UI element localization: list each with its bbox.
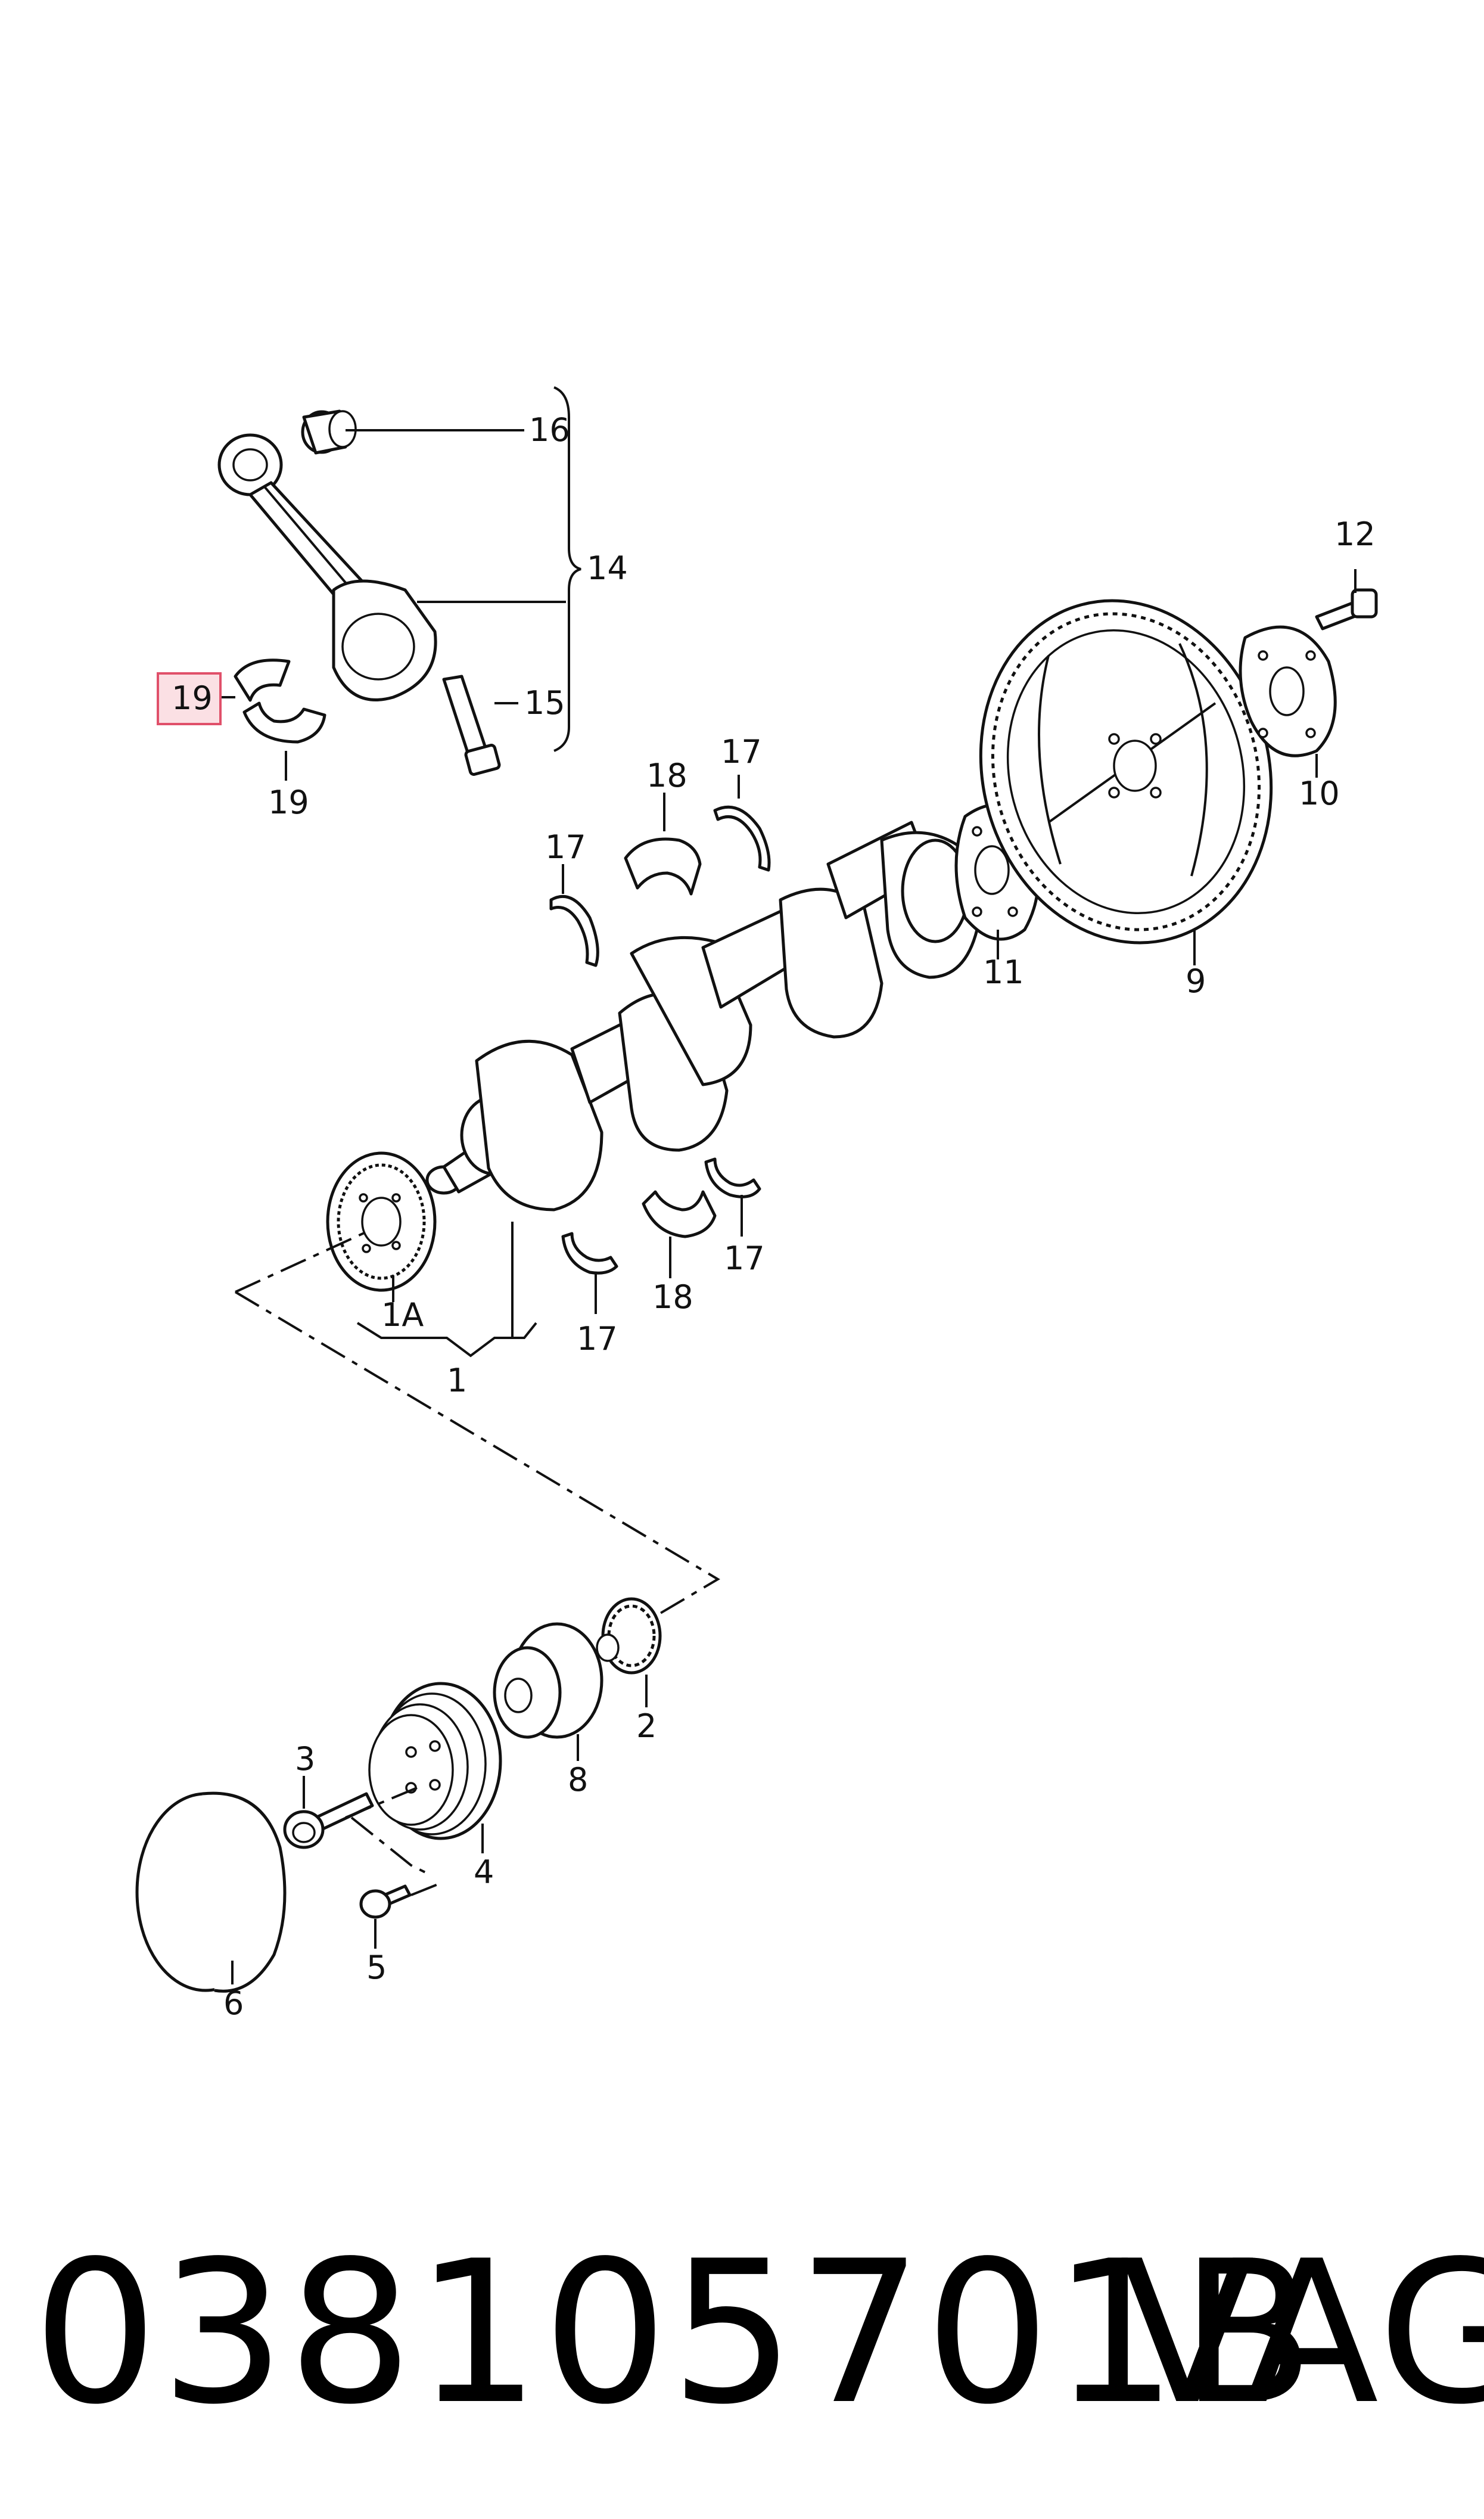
thrust-washer-lower-right [704, 1157, 761, 1198]
callout-19: 19 [268, 784, 309, 821]
callout-18b: 18 [652, 1278, 693, 1316]
callout-5: 5 [366, 1949, 387, 1986]
callout-1A: 1A [381, 1296, 424, 1334]
callout-17a: 17 [545, 828, 586, 866]
crank-sprocket [596, 1597, 662, 1675]
axis-dashed-line [234, 1229, 720, 1619]
main-bearing-shell-lower [642, 1190, 717, 1238]
callout-17d: 17 [724, 1240, 765, 1277]
highlight-box-19 [157, 672, 222, 725]
flywheel-bolt [1315, 588, 1378, 630]
big-end-bearing-shells [234, 659, 326, 744]
crankshaft [425, 803, 1040, 1212]
connecting-rod [217, 433, 437, 701]
flywheel-ring-gear [979, 599, 1273, 945]
callout-9: 9 [1186, 962, 1206, 1000]
thrust-washer-upper-left [549, 894, 599, 967]
brace-1 [356, 1322, 537, 1358]
callout-1: 1 [447, 1362, 467, 1399]
pulley [368, 1682, 502, 1840]
crank-timing-gear [326, 1151, 437, 1292]
exploded-parts-diagram: 16 14 15 19 19 18 17 17 12 10 11 9 1A 18… [135, 386, 1378, 2022]
callout-6: 6 [223, 1984, 244, 2022]
callout-16: 16 [529, 411, 570, 449]
bolt-dashed-line [345, 1787, 441, 1896]
callout-3: 3 [295, 1740, 315, 1778]
pulley-bolt-short [359, 1884, 412, 1919]
pulley-bolt-long [283, 1792, 374, 1849]
callout-17b: 17 [721, 733, 762, 771]
thrust-washer-upper-right [713, 805, 771, 872]
brace-14 [553, 386, 581, 752]
callout-4: 4 [474, 1853, 494, 1891]
thrust-washer-lower-left [561, 1232, 618, 1275]
callout-11: 11 [983, 953, 1024, 991]
con-rod-bolt [442, 675, 501, 776]
callout-2: 2 [636, 1707, 657, 1745]
main-bearing-shell-upper [624, 837, 702, 896]
flywheel-spacer-plate [1239, 625, 1337, 757]
callout-19-highlight: 19 [172, 679, 213, 717]
callout-8: 8 [568, 1761, 588, 1799]
brand-name: VAG [1120, 2219, 1484, 2447]
callout-18a: 18 [646, 757, 687, 794]
vibration-damper-hub [493, 1622, 603, 1739]
callout-14: 14 [587, 549, 628, 587]
callout-15: 15 [524, 684, 565, 722]
callout-10: 10 [1299, 775, 1340, 812]
small-end-bushing [301, 409, 357, 455]
part-number: 038105701B [33, 2219, 1317, 2447]
callout-17c: 17 [577, 1320, 618, 1358]
cover-cap [135, 1791, 287, 1993]
callout-12: 12 [1334, 515, 1376, 553]
